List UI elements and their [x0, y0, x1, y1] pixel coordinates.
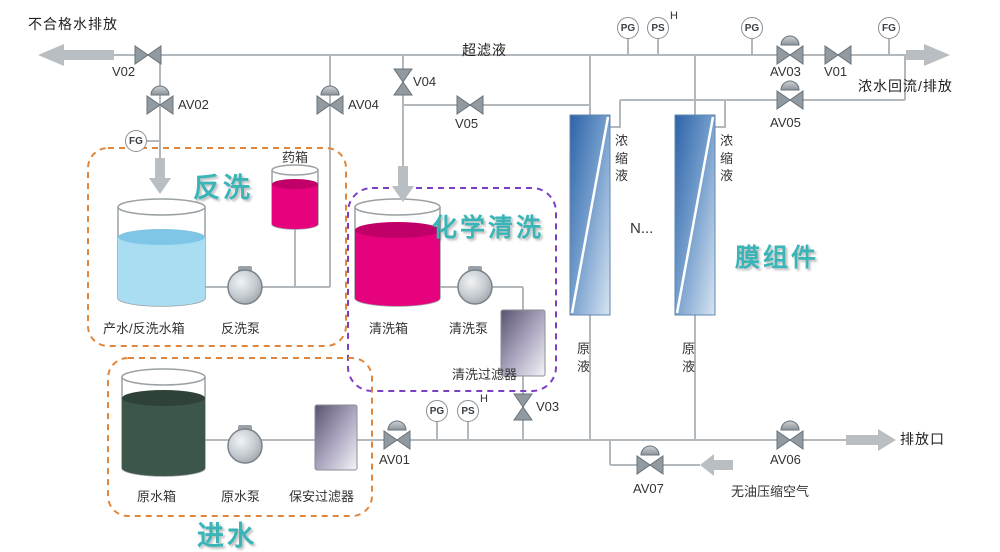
section-title-feed-water: 进水 — [197, 521, 257, 551]
valve-v04 — [393, 68, 413, 96]
valve-av03 — [776, 35, 804, 65]
cleaning-pump — [457, 266, 493, 305]
valve-label-v05: V05 — [455, 116, 479, 131]
pressure-gauge-top-1: PG — [617, 17, 639, 39]
security-filter — [314, 404, 358, 471]
valve-label-av03: AV03 — [770, 64, 801, 79]
flow-arrows — [38, 44, 950, 476]
cleaning-filter-label: 清洗过滤器 — [452, 367, 518, 382]
valve-label-v04: V04 — [413, 74, 437, 89]
product-backwash-tank-label: 产水/反洗水箱 — [103, 321, 185, 336]
section-title-membrane-module: 膜组件 — [735, 244, 820, 272]
concentrate-return-label: 浓水回流/排放 — [858, 78, 953, 94]
valve-label-av06: AV06 — [770, 452, 801, 467]
security-filter-label: 保安过滤器 — [289, 489, 355, 504]
pressure-gauge-feed: PG — [426, 400, 448, 422]
flow-gauge-right: FG — [878, 17, 900, 39]
pressure-gauge-top-2: PG — [741, 17, 763, 39]
membrane-module-1 — [569, 114, 611, 316]
pressure-switch-top: PS — [647, 17, 669, 39]
cleaning-tank-label: 清洗箱 — [369, 321, 409, 336]
unqualified-water-discharge-label: 不合格水排放 — [28, 16, 118, 32]
valve-label-av07: AV07 — [633, 481, 664, 496]
backwash-pump-label: 反洗泵 — [221, 321, 261, 336]
valve-av01 — [383, 420, 411, 450]
valve-v05 — [456, 95, 484, 115]
section-title-backwash: 反洗 — [193, 173, 253, 203]
valve-av05 — [776, 80, 804, 110]
valve-label-v03: V03 — [536, 399, 560, 414]
valve-av07 — [636, 445, 664, 475]
valve-label-v02: V02 — [112, 64, 136, 79]
valve-label-av02: AV02 — [178, 97, 209, 112]
chemical-cleaning-group-box — [347, 187, 557, 392]
cleaning-filter — [500, 309, 546, 377]
flow-gauge-left: FG — [125, 130, 147, 152]
discharge-port-label: 排放口 — [900, 431, 945, 447]
section-title-chemical-cleaning: 化学清洗 — [432, 214, 545, 242]
compressed-air-label: 无油压缩空气 — [731, 484, 810, 499]
discharge-left-arrow — [38, 44, 114, 66]
concentrate-label-right: 浓缩液 — [719, 133, 733, 184]
feed-liquid-label-left: 原液 — [576, 341, 590, 374]
cleaning-pump-label: 清洗泵 — [449, 321, 489, 336]
valve-label-av01: AV01 — [379, 452, 410, 467]
product-backwash-tank — [117, 198, 206, 307]
raw-water-tank-label: 原水箱 — [137, 489, 177, 504]
valve-label-av04: AV04 — [348, 97, 379, 112]
backwash-pump — [227, 266, 263, 305]
feed-group-box — [107, 357, 373, 517]
cleaning-tank-inlet-arrow — [392, 166, 414, 202]
chemical-tank — [271, 164, 319, 230]
high-flag-top: H — [670, 10, 678, 22]
raw-water-tank — [121, 368, 206, 477]
cleaning-tank — [354, 198, 441, 307]
valve-av02 — [146, 85, 174, 115]
concentrate-label-left: 浓缩液 — [614, 133, 628, 184]
valve-v03 — [513, 393, 533, 421]
membrane-module-2 — [674, 114, 716, 316]
more-modules-label: N... — [630, 220, 654, 237]
compressed-air-arrow — [700, 454, 733, 476]
valve-av06 — [776, 420, 804, 450]
valve-label-av05: AV05 — [770, 115, 801, 130]
concentrate-right-arrow — [906, 44, 950, 66]
backwash-tank-inlet-arrow — [149, 158, 171, 194]
raw-water-pump — [227, 425, 263, 464]
raw-water-pump-label: 原水泵 — [221, 489, 261, 504]
group-boxes — [87, 147, 557, 517]
valve-label-v01: V01 — [824, 64, 848, 79]
valve-v01 — [824, 45, 852, 65]
ultrafiltrate-label: 超滤液 — [462, 42, 507, 58]
feed-liquid-label-right: 原液 — [681, 341, 695, 374]
chemical-tank-label: 药箱 — [282, 150, 309, 165]
valve-v02 — [134, 45, 162, 65]
drain-right-arrow — [846, 429, 896, 451]
pressure-switch-feed: PS — [457, 400, 479, 422]
valve-av04 — [316, 85, 344, 115]
high-flag-feed: H — [480, 393, 488, 405]
